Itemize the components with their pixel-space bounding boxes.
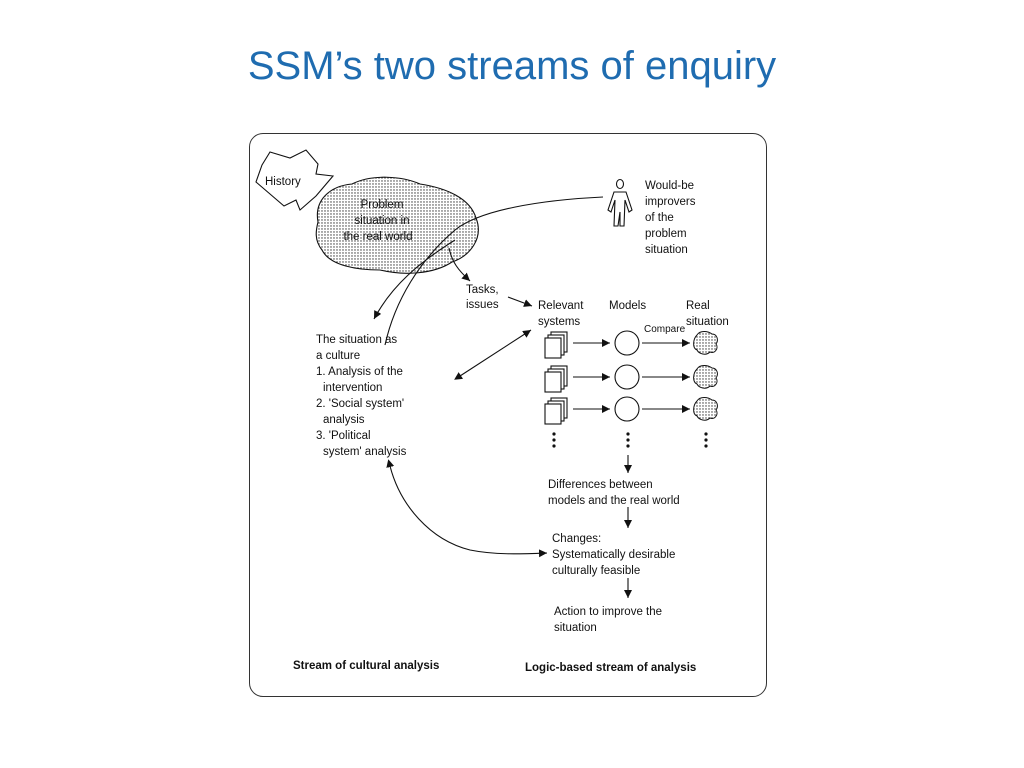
real-world-blob-icon: [693, 331, 718, 355]
problem-line-1: Problem: [361, 199, 404, 211]
action-line-2: situation: [554, 622, 597, 634]
history-label: History: [265, 176, 301, 188]
compare-label: Compare: [644, 324, 686, 335]
slide-title: SSM’s two streams of enquiry: [247, 44, 777, 88]
culture-systems-arrow: [454, 329, 532, 380]
culture-line-4: intervention: [323, 382, 382, 394]
document-stack-icon: [544, 397, 568, 425]
comparison-row-2: [544, 364, 718, 393]
improvers-curve: [384, 196, 604, 346]
real-world-blob-icon: [693, 365, 718, 389]
changes-line-1: Changes:: [552, 533, 601, 545]
model-circle-icon: [614, 330, 640, 356]
culture-changes-arrow: [386, 459, 548, 558]
real-world-blob-icon: [693, 397, 718, 421]
problem-situation-cloud: [315, 176, 479, 274]
footer-cultural-stream: Stream of cultural analysis: [293, 660, 439, 672]
model-circle-icon: [614, 364, 640, 390]
culture-analysis-text: The situation as a culture 1. Analysis o…: [316, 334, 407, 458]
cloud-to-culture-arrow: [373, 239, 456, 320]
differences-line-1: Differences between: [548, 479, 653, 491]
comparison-row-1: [544, 330, 718, 359]
problem-situation-text: Problem situation in the real world: [343, 199, 412, 243]
improvers-line-3: of the: [645, 212, 674, 224]
tasks-line-1: Tasks,: [466, 284, 499, 296]
document-stack-icon: [544, 331, 568, 359]
improvers-line-1: Would-be: [645, 180, 694, 192]
action-text: Action to improve the situation: [554, 606, 662, 634]
changes-text: Changes: Systematically desirable cultur…: [552, 533, 675, 577]
ellipsis-icon: [552, 432, 708, 448]
comparison-row-3: [544, 396, 718, 425]
tasks-line-2: issues: [466, 299, 499, 311]
culture-line-3: 1. Analysis of the: [316, 366, 403, 378]
relevant-systems-line-2: systems: [538, 316, 580, 328]
tasks-arrow: [507, 296, 533, 307]
cloud-to-tasks-arrow: [448, 247, 471, 282]
document-stack-icon: [544, 365, 568, 393]
changes-line-3: culturally feasible: [552, 565, 640, 577]
culture-line-2: a culture: [316, 350, 360, 362]
improvers-line-4: problem: [645, 228, 687, 240]
improvers-line-2: improvers: [645, 196, 696, 208]
problem-line-3: the real world: [343, 231, 412, 243]
culture-line-6: analysis: [323, 414, 365, 426]
relevant-systems-line-1: Relevant: [538, 300, 584, 312]
real-header-line-1: Real: [686, 300, 710, 312]
model-circle-icon: [614, 396, 640, 422]
differences-line-2: models and the real world: [548, 495, 680, 507]
action-line-1: Action to improve the: [554, 606, 662, 618]
real-header-line-2: situation: [686, 316, 729, 328]
changes-line-2: Systematically desirable: [552, 549, 675, 561]
culture-line-7: 3. 'Political: [316, 430, 371, 442]
culture-line-5: 2. 'Social system': [316, 398, 404, 410]
history-arrow-icon: [255, 149, 335, 211]
person-icon: [607, 178, 633, 227]
improvers-line-5: situation: [645, 244, 688, 256]
culture-line-8: system' analysis: [323, 446, 407, 458]
footer-logic-stream: Logic-based stream of analysis: [525, 662, 696, 674]
problem-line-2: situation in: [355, 215, 410, 227]
models-header: Models: [609, 300, 646, 312]
differences-text: Differences between models and the real …: [548, 479, 680, 507]
culture-line-1: The situation as: [316, 334, 397, 346]
improvers-text: Would-be improvers of the problem situat…: [645, 180, 696, 256]
